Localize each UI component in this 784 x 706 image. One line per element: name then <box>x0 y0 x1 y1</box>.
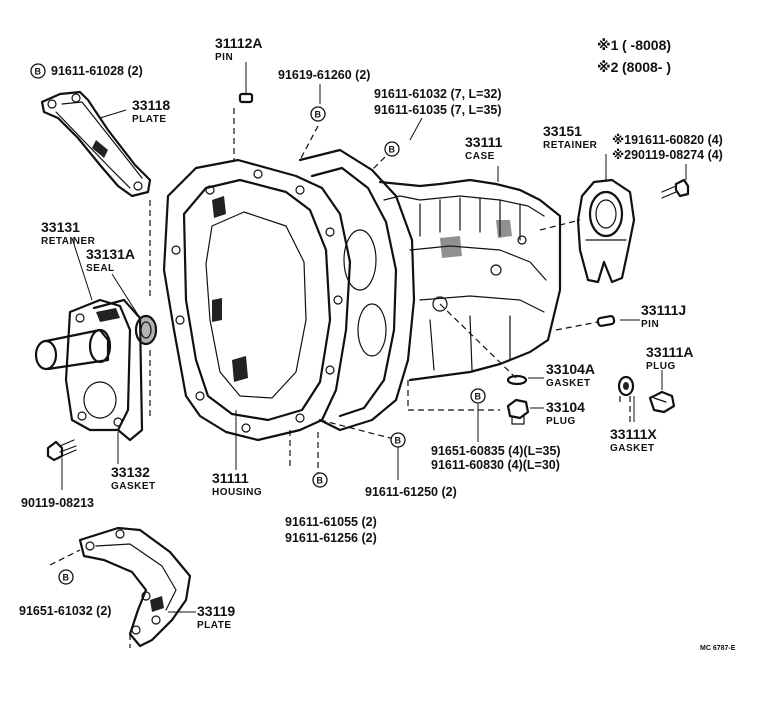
label-91611-61250: 91611-61250 (2) <box>365 485 457 499</box>
gasket-33111X-part <box>617 375 635 397</box>
label-91619-61260: 91619-61260 (2) <box>278 68 370 82</box>
bolt-marker: B <box>310 106 326 122</box>
label-33111X: 33111X <box>610 426 657 442</box>
label-33151: 33151 <box>543 123 582 139</box>
part-labels: 91611-61028 (2) 31112A PIN 91619-61260 (… <box>19 35 736 652</box>
label-91651-61032: 91651-61032 (2) <box>19 604 111 618</box>
retainer-33151-part <box>576 178 636 284</box>
caption-33111A: PLUG <box>646 361 676 372</box>
label-91611-61055: 91611-61055 (2) <box>285 515 377 529</box>
gasket-33104A-part <box>506 374 528 386</box>
bolt-marker: B <box>390 432 406 448</box>
svg-text:B: B <box>395 436 402 446</box>
seal-33131A-part <box>134 314 158 346</box>
caption-33132: GASKET <box>111 481 156 492</box>
caption-33119: PLATE <box>197 620 232 631</box>
svg-text:B: B <box>389 145 396 155</box>
label-191611-60820: ※191611-60820 (4) <box>612 133 723 147</box>
label-33111: 33111 <box>465 134 503 150</box>
caption-31111: HOUSING <box>212 487 262 498</box>
label-33132: 33132 <box>111 464 150 480</box>
caption-33104A: GASKET <box>546 378 591 389</box>
label-91611-61256: 91611-61256 (2) <box>285 531 377 545</box>
label-33119: 33119 <box>197 603 235 619</box>
reference-code: MC 6787-E <box>700 645 736 652</box>
svg-text:B: B <box>35 67 42 77</box>
pin-31112A-part <box>238 92 254 104</box>
label-91651-60835: 91651-60835 (4)(L=35) <box>431 444 561 458</box>
label-91611-61028: 91611-61028 (2) <box>51 64 143 78</box>
svg-text:B: B <box>63 573 70 583</box>
caption-33111X: GASKET <box>610 443 655 454</box>
label-33118: 33118 <box>132 97 170 113</box>
bolt-marker: B <box>312 472 328 488</box>
label-91611-61032: 91611-61032 (7, L=32) <box>374 87 502 101</box>
note2-mark: ※2 <box>597 59 619 75</box>
svg-text:B: B <box>475 392 482 402</box>
label-90119-08213: 90119-08213 <box>21 496 94 510</box>
caption-33131: RETAINER <box>41 236 96 247</box>
pin-33111J-part <box>596 315 616 327</box>
label-33131: 33131 <box>41 219 80 235</box>
caption-33118: PLATE <box>132 114 167 125</box>
caption-33111J: PIN <box>641 319 659 330</box>
caption-33151: RETAINER <box>543 140 598 151</box>
bolt-marker: B <box>470 388 486 404</box>
label-31111: 31111 <box>212 470 249 486</box>
label-33111A: 33111A <box>646 344 694 360</box>
bolt-marker: B <box>58 569 74 585</box>
svg-text:B: B <box>315 110 322 120</box>
plug-33111A-part <box>648 390 676 414</box>
caption-33131A: SEAL <box>86 263 115 274</box>
note1-mark: ※1 <box>597 37 619 53</box>
label-33131A: 33131A <box>86 246 135 262</box>
alignment-lines <box>49 108 631 648</box>
note2-text: (8008- ) <box>622 59 671 75</box>
bolt-191611-60820-part <box>661 178 690 199</box>
caption-31112A: PIN <box>215 52 233 63</box>
label-33104A: 33104A <box>546 361 595 377</box>
label-91611-61035: 91611-61035 (7, L=35) <box>374 103 502 117</box>
label-290119-08274: ※290119-08274 (4) <box>612 148 723 162</box>
case-33111-part <box>298 148 562 432</box>
bolt-marker: B <box>384 141 400 157</box>
retainer-33131-part <box>34 298 144 442</box>
caption-33104: PLUG <box>546 416 576 427</box>
label-91611-60830: 91611-60830 (4)(L=30) <box>431 458 560 472</box>
housing-31111-part <box>162 158 352 442</box>
caption-33111: CASE <box>465 151 495 162</box>
plate-33118-part <box>40 90 152 198</box>
leader-lines <box>61 62 687 613</box>
bolt-marker: B <box>30 63 46 79</box>
label-33111J: 33111J <box>641 302 686 318</box>
svg-text:B: B <box>317 476 324 486</box>
bolt-90119-08213-part <box>46 439 77 462</box>
label-31112A: 31112A <box>215 35 263 51</box>
note1-text: ( -8008) <box>622 37 671 53</box>
plate-33119-part <box>78 526 192 648</box>
bolt-markers: B B B B B B B <box>30 63 486 585</box>
label-33104: 33104 <box>546 399 585 415</box>
plug-33104-part <box>506 398 530 425</box>
